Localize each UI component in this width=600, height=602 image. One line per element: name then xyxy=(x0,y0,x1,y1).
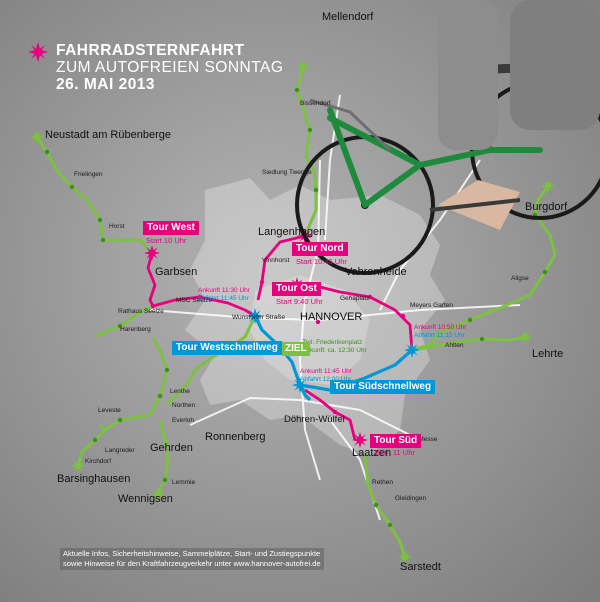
badge-tour-nord: Tour Nord xyxy=(292,242,348,256)
label-harenberg: Harenberg xyxy=(120,326,151,333)
town-mellendorf: Mellendorf xyxy=(322,11,374,23)
label-wunstorfer: Wunstorfer Straße xyxy=(232,314,285,321)
waypoint-dots xyxy=(44,87,548,528)
label-ahlten: Ahlten xyxy=(445,342,464,349)
town-burgdorf: Burgdorf xyxy=(525,201,568,213)
label-kirchdorf: Kirchdorf xyxy=(85,458,111,465)
label-frielingen: Frielingen xyxy=(74,171,103,178)
ziel-arrival: Ankunft: ca. 12:30 Uhr xyxy=(302,347,368,354)
label-gehaplatz: Gehaplatz xyxy=(340,295,370,302)
poster-title: FAHRRADSTERNFAHRT ZUM AUTOFREIEN SONNTAG… xyxy=(56,42,283,93)
ost-departure-time: Abfahrt 11:15 Uhr xyxy=(414,332,466,339)
ziel-place: Ziel: Friederikenplatz xyxy=(302,339,362,346)
label-leveste: Leveste xyxy=(98,407,121,414)
badge-westschnellweg: Tour Westschnellweg xyxy=(172,341,282,355)
tour-sued-start: Start 11 Uhr xyxy=(375,448,415,457)
town-garbsen: Garbsen xyxy=(155,266,197,278)
west-departure-time: Abfahrt 11:45 Uhr xyxy=(198,295,250,302)
town-neustadt: Neustadt am Rübenberge xyxy=(45,129,171,141)
label-vinnhorst: Vinnhorst xyxy=(262,257,290,264)
label-rethen: Rethen xyxy=(372,479,393,486)
badge-tour-sued: Tour Süd xyxy=(370,434,422,448)
road-network xyxy=(149,94,521,521)
label-rathaus: Rathaus Seelze xyxy=(118,308,164,315)
label-lenthe: Lenthe xyxy=(170,388,190,395)
town-barsinghausen: Barsinghausen xyxy=(57,473,130,485)
green-routes xyxy=(35,66,557,558)
town-hannover: HANNOVER xyxy=(300,311,362,323)
badge-tour-west: Tour West xyxy=(143,221,199,235)
title-line3: 26. MAI 2013 xyxy=(56,76,156,93)
label-aligse: Aligse xyxy=(511,275,529,282)
town-ronnenberg: Ronnenberg xyxy=(205,431,266,443)
label-siedlung: Siedlung Twenge xyxy=(262,169,312,176)
town-gehrden: Gehrden xyxy=(150,442,193,454)
town-labels: Mellendorf Neustadt am Rübenberge Langen… xyxy=(45,11,568,573)
tour-ost-start: Start 9:40 Uhr xyxy=(276,297,323,306)
sued-arrival-time: Ankunft 11:45 Uhr xyxy=(300,368,353,375)
title-line2: ZUM AUTOFREIEN SONNTAG xyxy=(56,59,284,76)
label-langreder: Langreder xyxy=(105,447,135,454)
town-sarstedt: Sarstedt xyxy=(400,561,441,573)
town-wennigsen: Wennigsen xyxy=(118,493,173,505)
label-everloh: Everloh xyxy=(172,417,194,424)
sued-departure-time: Abfahrt 12:00 Uhr xyxy=(300,376,352,383)
label-msc: MSC Seelze xyxy=(176,297,213,304)
info-footer: Aktuelle Infos, Sicherheitshinweise, Sam… xyxy=(60,548,324,570)
label-gleidingen: Gleidingen xyxy=(395,495,426,502)
town-lehrte: Lehrte xyxy=(532,348,563,360)
label-meyers: Meyers Garten xyxy=(410,302,453,309)
ost-arrival-time: Ankunft 10:50 Uhr xyxy=(414,324,467,331)
badge-tour-ost: Tour Ost xyxy=(272,282,321,296)
time-labels: Ankunft 11:30 Uhr Abfahrt 11:45 Uhr Anku… xyxy=(198,287,467,383)
town-vahrenheide: Vahrenheide xyxy=(345,266,407,278)
town-langenhagen: Langenhagen xyxy=(258,226,325,238)
tour-west-start: Start 10 Uhr xyxy=(146,236,187,245)
label-horst: Horst xyxy=(109,223,125,230)
tour-nord-start: Start 10:45 Uhr xyxy=(296,257,347,266)
city-core xyxy=(250,275,370,385)
title-line1: FAHRRADSTERNFAHRT xyxy=(56,42,245,59)
label-lemmie: Lemmie xyxy=(172,479,196,486)
bicycle-illustration xyxy=(295,0,600,275)
town-doehren: Döhren-Wülfel xyxy=(284,414,345,425)
info-line1: Aktuelle Infos, Sicherheitshinweise, Sam… xyxy=(63,549,321,558)
badge-ziel: ZIEL xyxy=(282,342,310,356)
label-northen: Northen xyxy=(172,402,196,409)
label-bissendorf: Bissendorf xyxy=(300,100,331,107)
info-line2: sowie Hinweise für den Kraftfahrzeugverk… xyxy=(63,559,321,568)
town-laatzen: Laatzen xyxy=(352,447,391,459)
west-arrival-time: Ankunft 11:30 Uhr xyxy=(198,287,251,294)
badge-suedschnellweg: Tour Südschnellweg xyxy=(330,380,436,394)
